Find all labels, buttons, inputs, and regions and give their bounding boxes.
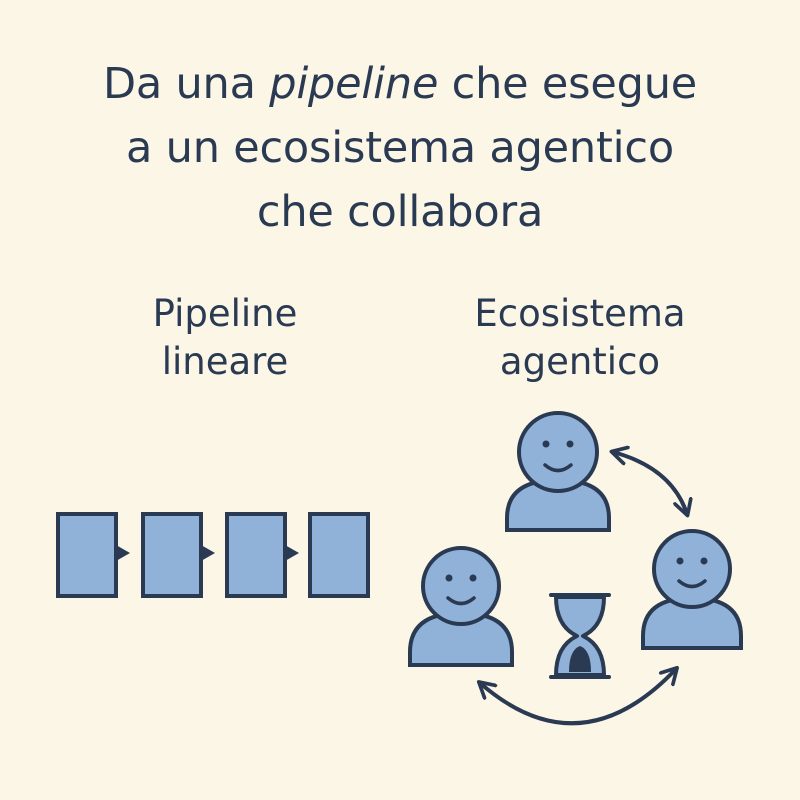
- agent-right-icon: [641, 529, 743, 650]
- pipeline-step-3: [225, 512, 287, 598]
- title-line-1: Da una pipeline che esegue: [102, 59, 698, 109]
- pipeline-step-1: [56, 512, 118, 598]
- pipeline-step-4: [308, 512, 370, 598]
- ecosystem-label: Ecosistema agentico: [474, 292, 686, 383]
- pipeline-arrow-2: [201, 545, 215, 561]
- title-line-3: che collabora: [256, 187, 544, 237]
- title-line-2: a un ecosistema agentico: [126, 123, 674, 173]
- pipeline-label: Pipeline lineare: [152, 292, 298, 383]
- pipeline-arrow-3: [285, 545, 299, 561]
- hourglass-icon: [549, 593, 611, 679]
- pipeline-arrow-1: [116, 545, 130, 561]
- collaboration-arrow-top-right: [613, 452, 687, 514]
- pipeline-step-2: [141, 512, 203, 598]
- agent-top-icon: [505, 411, 611, 532]
- pipeline-diagram: [56, 512, 370, 598]
- agent-left-icon: [408, 546, 514, 667]
- title-emphasis: pipeline: [269, 59, 439, 109]
- page-title: Da una pipeline che esegue a un ecosiste…: [0, 52, 800, 244]
- ecosystem-diagram: [408, 411, 743, 726]
- collaboration-arrow-bottom: [480, 669, 676, 726]
